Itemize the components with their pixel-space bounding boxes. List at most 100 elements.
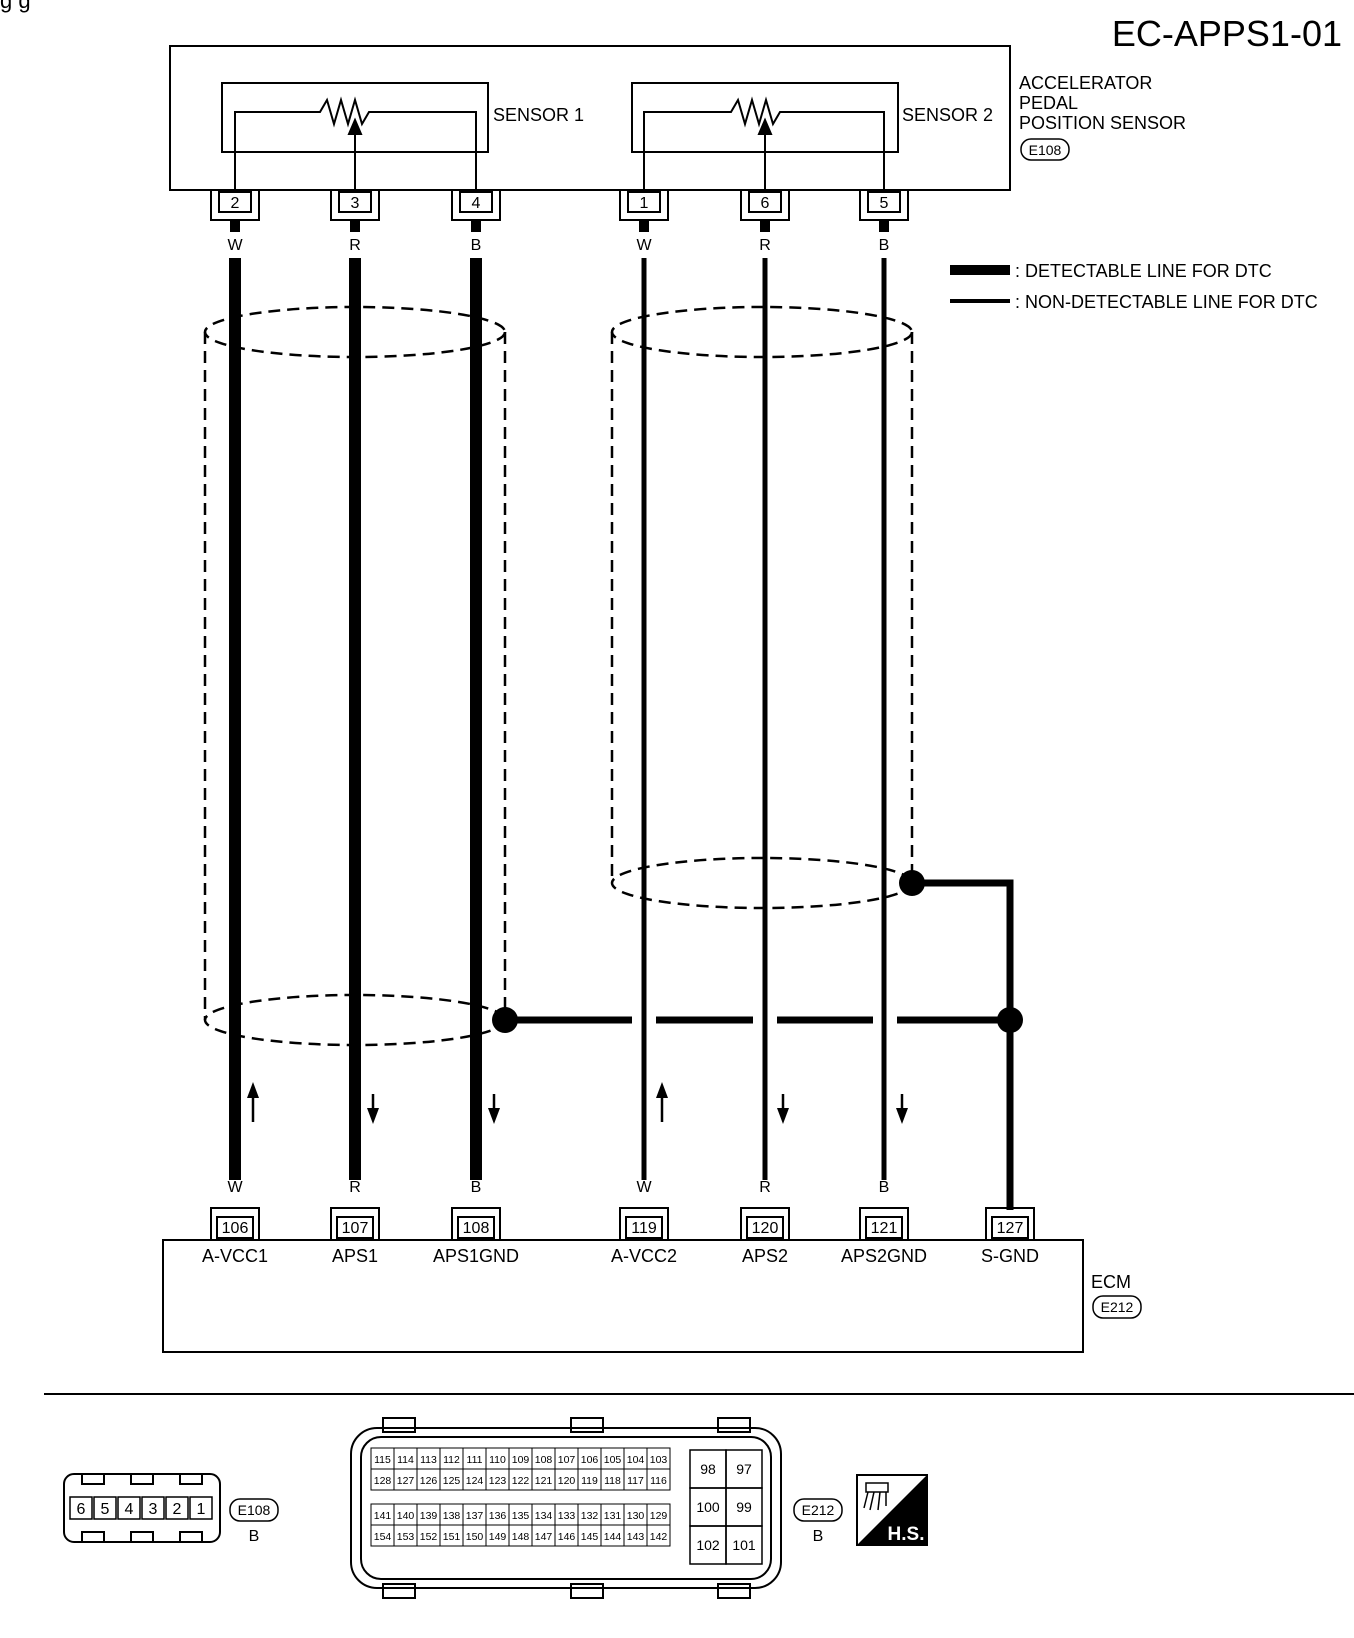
e212-pin-number: 108 [535,1454,553,1466]
ecm-terminal-label: APS1 [332,1246,378,1266]
ecm-terminal-label: APS1GND [433,1246,519,1266]
sensor-pin-block: 6 [740,190,790,232]
sensor-name-line3: POSITION SENSOR [1019,113,1186,133]
e212-pin-number: 153 [397,1531,415,1543]
e212-pin-number: 122 [512,1475,530,1487]
diagram-id: EC-APPS1-01 [1112,13,1342,54]
e212-face-id: E212 [802,1502,835,1518]
e212-pin-number: 126 [420,1475,438,1487]
e212-pin-number: 127 [397,1475,415,1487]
e212-pin-number: 141 [374,1510,392,1522]
e212-side-pin-number: 100 [696,1499,720,1515]
ecm-terminal-label: APS2 [742,1246,788,1266]
e212-pin-number: 140 [397,1510,415,1522]
ecm-connector-id: E212 [1101,1299,1134,1315]
e212-face-badge [793,1498,843,1522]
e108-cell [189,1496,213,1520]
sensor-housing: SENSOR 1 SENSOR 2 [169,45,1011,200]
e108-pin-number: 6 [77,1501,86,1518]
sensor2-label: SENSOR 2 [902,105,993,125]
e212-pin-number: 111 [467,1454,483,1466]
ecm-terminal-label: S-GND [981,1246,1039,1266]
e212-pin-number: 105 [604,1454,622,1466]
ecm-pin-number: 106 [222,1220,249,1237]
wire-color-code: R [349,237,361,254]
e212-pin-number: 136 [489,1510,507,1522]
ecm-pin-block: 120 [740,1207,790,1240]
sensor-connector-id: E108 [1029,142,1062,158]
e108-pin-number: 2 [173,1501,182,1518]
ecm-pin-blocks: 106A-VCC1107APS1108APS1GND119A-VCC2120AP… [202,1207,1039,1266]
wire-color-code: B [471,1179,482,1196]
ecm-terminal-label: APS2GND [841,1246,927,1266]
sensor-pin-block: 3 [330,190,380,232]
ecm-pin-block: 127 [985,1207,1035,1240]
e108-pin-number: 1 [197,1501,206,1518]
e212-pin-number: 152 [420,1531,438,1543]
e212-pin-number: 150 [466,1531,484,1543]
wire-color-code: W [636,237,652,254]
sensor-connector-badge [1020,138,1070,161]
e108-face-badge [229,1498,279,1522]
e212-pin-number: 133 [558,1510,576,1522]
e212-pin-number: 137 [466,1510,484,1522]
shield1-ground-joint [492,1007,518,1033]
e212-pin-number: 104 [627,1454,645,1466]
wire-color-code: W [636,1179,652,1196]
wire-color-code: R [759,237,771,254]
wire-color-code: R [349,1179,361,1196]
arrow-up-icon [247,1082,259,1122]
wire-color-code: B [879,237,890,254]
e212-cell [646,1468,671,1491]
e212-pin-number: 107 [558,1454,576,1466]
arrow-down-icon [896,1094,908,1124]
ecm-pin-number: 121 [871,1220,898,1237]
sensor-pin-number: 3 [351,195,360,212]
arrow-down-icon [488,1094,500,1124]
e212-pin-number: 123 [489,1475,507,1487]
e212-pin-number: 114 [397,1454,414,1466]
ecm-pin-number: 120 [752,1220,779,1237]
potentiometer-2 [643,96,885,200]
ecm-pin-block: 107 [330,1207,380,1240]
ecm-pin-number: 119 [631,1220,657,1237]
sensor-name-line2: PEDAL [1019,93,1078,113]
e212-side-pin-number: 101 [732,1537,756,1553]
e212-pin-number: 149 [489,1531,507,1543]
e212-pin-number: 116 [650,1475,667,1487]
e108-cell [69,1496,93,1520]
e212-pin-number: 125 [443,1475,461,1487]
ecm-pin-block: 108 [451,1207,501,1240]
e108-cell [117,1496,141,1520]
sensor-pin-block: 1 [619,190,669,232]
ecm-box [162,1239,1084,1353]
ecm-pin-block: 106 [210,1207,260,1240]
sensor-pin-number: 2 [231,195,240,212]
wires [229,258,908,1180]
hs-label: H.S. [888,1524,925,1545]
ecm-pin-number: 127 [997,1220,1024,1237]
sensor-pin-block: 5 [859,190,909,232]
ecm-pin-number: 108 [463,1220,490,1237]
sensor-pin-block: 2 [210,190,260,232]
e212-pin-number: 117 [627,1475,644,1487]
e108-cell [165,1496,189,1520]
e212-pin-number: 119 [581,1475,598,1487]
ground-splice [997,1007,1023,1033]
e212-pin-number: 154 [374,1531,392,1543]
wire-color-code: B [471,237,482,254]
e212-side-pin-number: 99 [736,1499,752,1515]
partial-title: g g [0,0,31,13]
e108-cell [93,1496,117,1520]
e212-pin-number: 109 [512,1454,530,1466]
sensor-pin-number: 6 [761,195,770,212]
e212-face-color: B [813,1528,824,1545]
e212-pin-number: 145 [581,1531,599,1543]
e212-pin-number: 106 [581,1454,599,1466]
e212-pin-number: 118 [604,1475,621,1487]
sensor1-label: SENSOR 1 [493,105,584,125]
ecm-name: ECM [1091,1272,1131,1292]
